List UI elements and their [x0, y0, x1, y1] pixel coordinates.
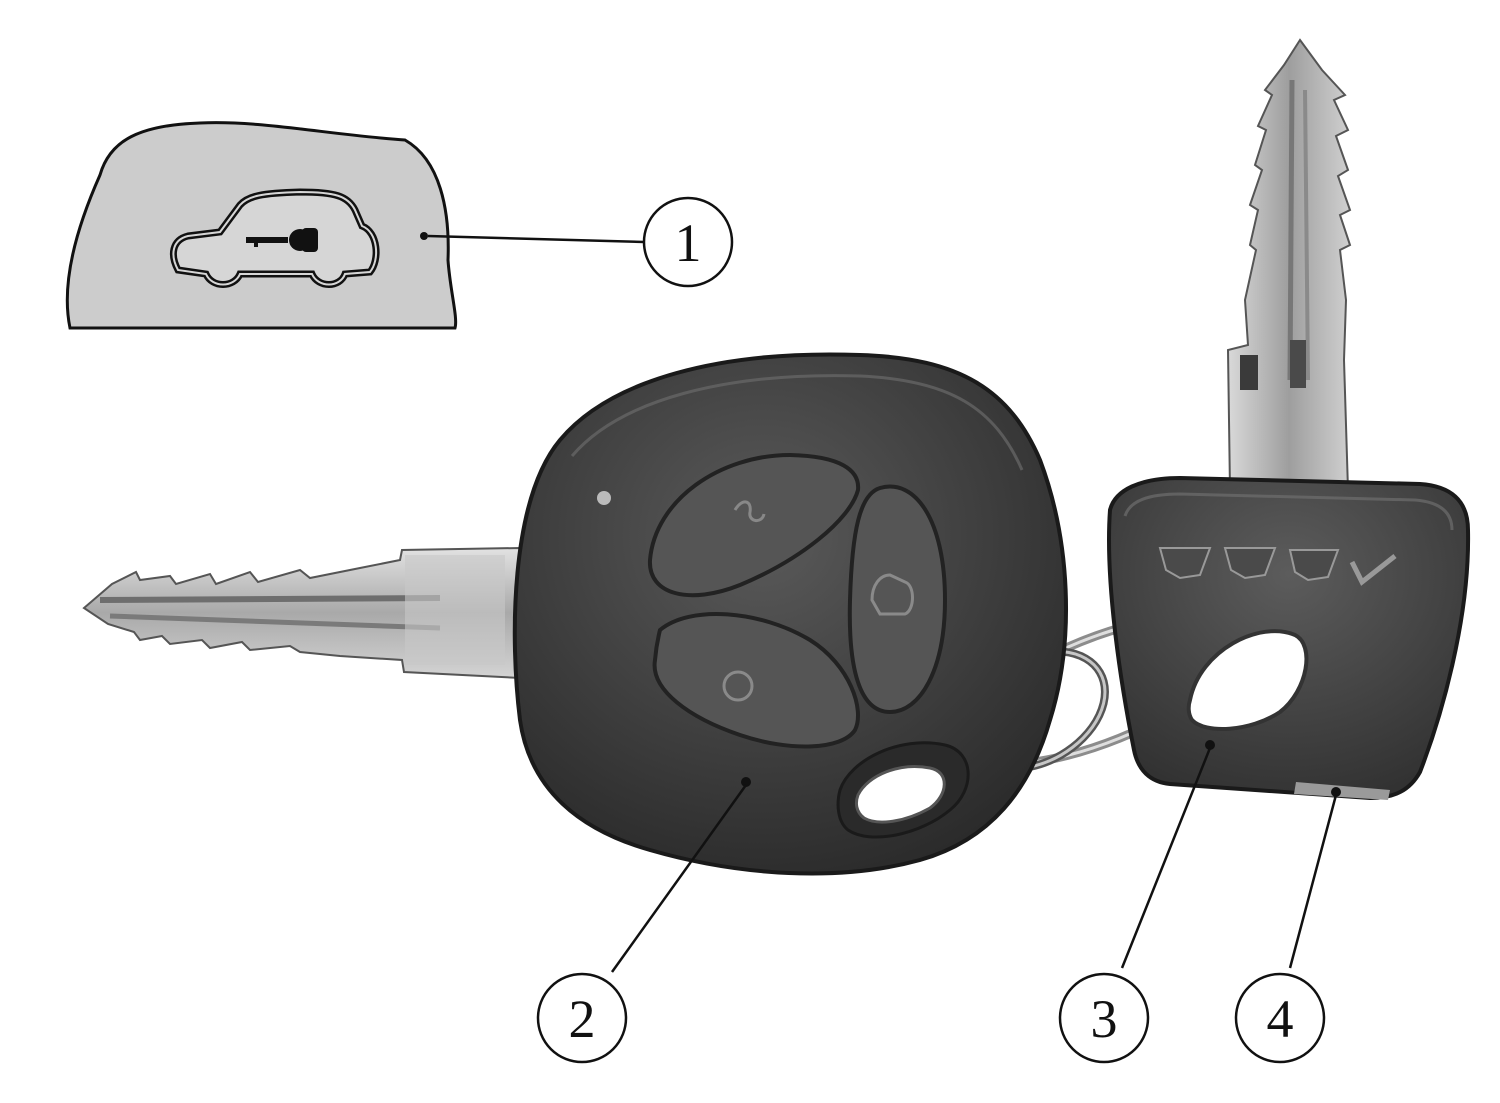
remote-key-fob	[512, 352, 1068, 876]
callout-4-number: 4	[1267, 989, 1294, 1049]
leader-2	[610, 784, 748, 973]
spare-key-blade	[1226, 38, 1352, 491]
callout-3: 3	[1058, 972, 1150, 1064]
callout-4: 4	[1234, 972, 1326, 1064]
spare-key-label-edge	[1294, 782, 1390, 800]
trunk-icon	[847, 484, 948, 715]
callout-1-number: 1	[675, 213, 702, 273]
lock-icon	[647, 452, 861, 598]
leader-1	[427, 234, 645, 244]
callout-2: 2	[536, 972, 628, 1064]
car-with-key-icon	[169, 188, 380, 288]
leader-3	[1120, 747, 1212, 969]
keyhole-marks-icon	[1158, 547, 1397, 586]
callout-3-number: 3	[1091, 989, 1118, 1049]
spare-key-head	[1107, 475, 1471, 801]
leader-4	[1288, 794, 1338, 969]
callout-2-number: 2	[569, 989, 596, 1049]
leader-lines	[427, 234, 1338, 973]
callout-1: 1	[642, 196, 734, 288]
unlock-icon	[652, 612, 860, 749]
inset-panel	[65, 121, 458, 330]
fob-key-blade	[82, 546, 521, 680]
